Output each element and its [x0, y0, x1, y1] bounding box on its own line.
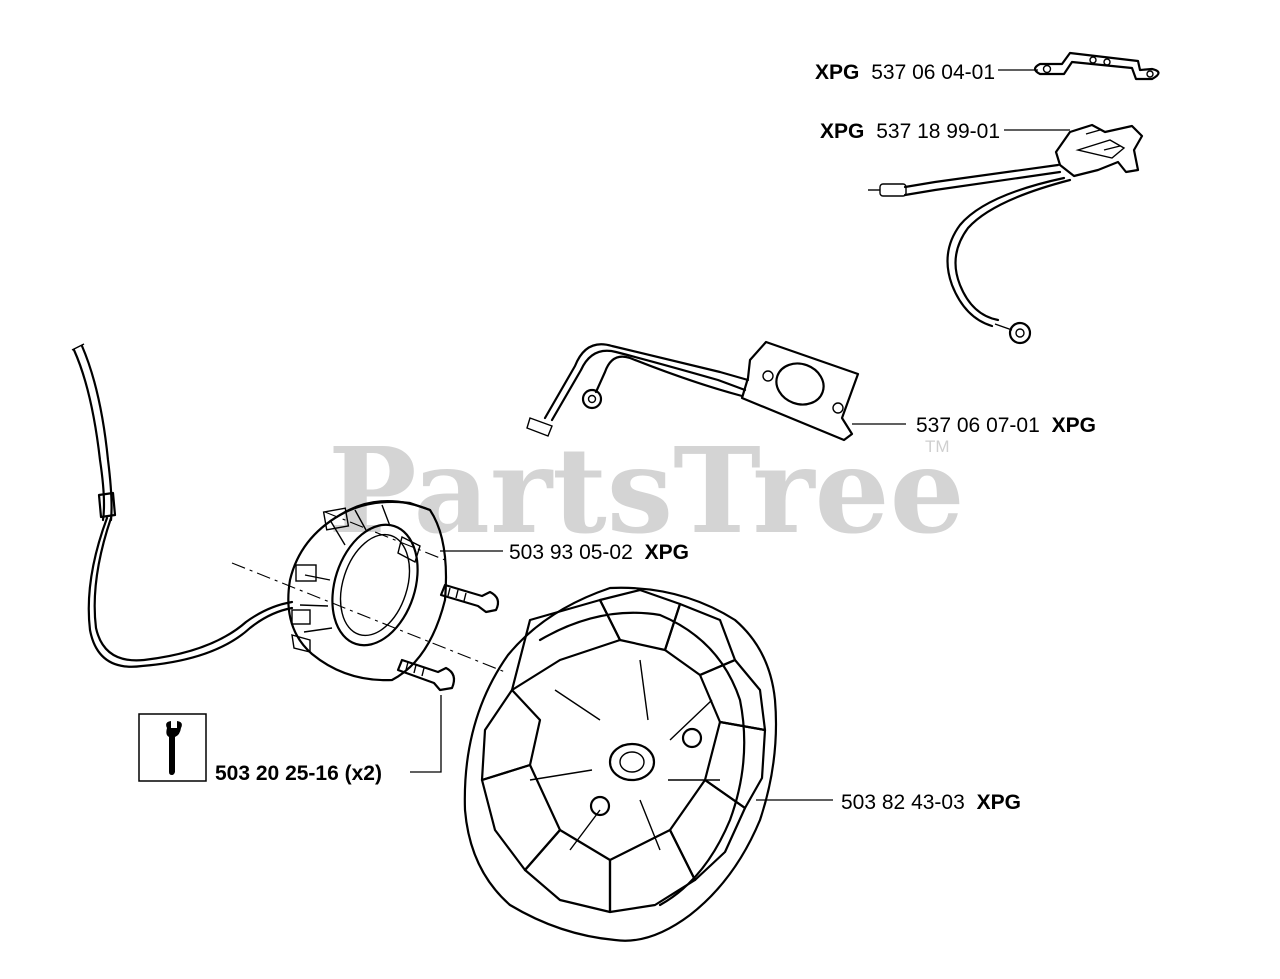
- ignition-lead-wire: [71, 343, 294, 668]
- callout-wire-plate[interactable]: 537 06 07-01 XPG: [916, 414, 1096, 437]
- callout-ignition-coil-number: 503 93 05-02: [509, 541, 633, 564]
- callout-ignition-coil[interactable]: 503 93 05-02 XPG: [509, 541, 689, 564]
- callout-wire-plate-supplier: XPG: [1052, 414, 1096, 437]
- bracket-part: [1033, 51, 1160, 81]
- screw-part-lower: [396, 658, 456, 692]
- watermark-tm: TM: [925, 437, 950, 456]
- flywheel-part: [463, 586, 778, 942]
- leader-lines: [410, 69, 1070, 801]
- callout-ignition-module[interactable]: XPG 537 18 99-01: [820, 120, 1000, 143]
- callout-flywheel-number: 503 82 43-03: [841, 791, 965, 814]
- wire-plate-part: [526, 340, 860, 442]
- callout-bracket-supplier: XPG: [815, 61, 859, 84]
- callout-ignition-coil-supplier: XPG: [645, 541, 689, 564]
- screw-part-upper: [439, 583, 500, 614]
- wrench-icon: [138, 713, 207, 782]
- ignition-coil-part: [287, 500, 448, 682]
- callout-flywheel-supplier: XPG: [977, 791, 1021, 814]
- callout-bracket[interactable]: XPG 537 06 04-01: [815, 61, 995, 84]
- watermark: PartsTree TM: [328, 421, 965, 560]
- part-labels: XPG 537 06 04-01 XPG 537 18 99-01 537 06…: [215, 61, 1096, 814]
- callout-ignition-module-supplier: XPG: [820, 120, 864, 143]
- callout-wire-plate-number: 537 06 07-01: [916, 414, 1040, 437]
- callout-bracket-number: 537 06 04-01: [871, 61, 995, 84]
- watermark-text: PartsTree: [328, 421, 965, 560]
- callout-ignition-module-number: 537 18 99-01: [876, 120, 1000, 143]
- callout-screw[interactable]: 503 20 25-16 (x2): [215, 762, 382, 785]
- assembly-axis-lines: [231, 511, 506, 673]
- callout-flywheel[interactable]: 503 82 43-03 XPG: [841, 791, 1021, 814]
- ignition-module-part: [868, 123, 1144, 345]
